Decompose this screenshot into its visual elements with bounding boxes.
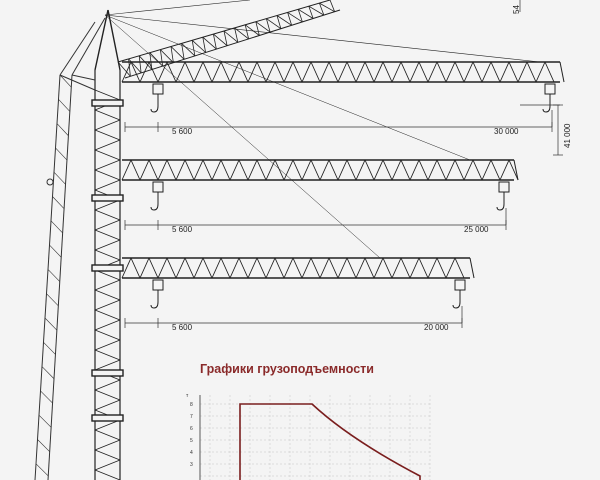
vertical-dimension	[519, 0, 563, 156]
crane-support-legs	[34, 17, 106, 480]
jib-3-hook-2	[452, 279, 466, 309]
jib-1	[121, 61, 565, 113]
chart-y-tick-3: 3	[190, 462, 193, 468]
capacity-chart: т 8 7 6 5 4 3	[186, 393, 431, 480]
jib-2-far-label: 25 000	[464, 225, 489, 234]
jib-1-hook-1	[150, 83, 164, 113]
chart-title: Графики грузоподъемности	[200, 362, 374, 376]
capacity-curve	[239, 403, 421, 480]
jib-3-hook-1	[150, 279, 164, 309]
chart-y-tick-7: 7	[190, 414, 193, 420]
jib-1-hook-2	[542, 83, 556, 113]
jib-3-far-label: 20 000	[424, 323, 449, 332]
vertical-dim-label: 41 000	[563, 123, 572, 148]
luffing-jib-raised	[104, 0, 541, 259]
top-height-label: 54	[512, 5, 521, 14]
jib-2	[121, 159, 519, 211]
jib-2-near-label: 5 600	[172, 225, 193, 234]
jib-2-hook-2	[496, 181, 510, 211]
jib-1-near-label: 5 600	[172, 127, 193, 136]
chart-y-tick-6: 6	[190, 426, 193, 432]
crane-mast	[91, 9, 124, 480]
jib-3	[121, 257, 475, 309]
jib-2-hook-1	[150, 181, 164, 211]
chart-y-tick-5: 5	[190, 438, 193, 444]
dimension-lines	[124, 104, 560, 328]
jib-1-far-label: 30 000	[494, 127, 519, 136]
horizontal-jibs	[121, 61, 565, 309]
chart-y-tick-4: 4	[190, 450, 193, 456]
chart-y-tick-8: 8	[190, 402, 193, 408]
chart-y-unit: т	[186, 393, 189, 399]
jib-3-near-label: 5 600	[172, 323, 193, 332]
